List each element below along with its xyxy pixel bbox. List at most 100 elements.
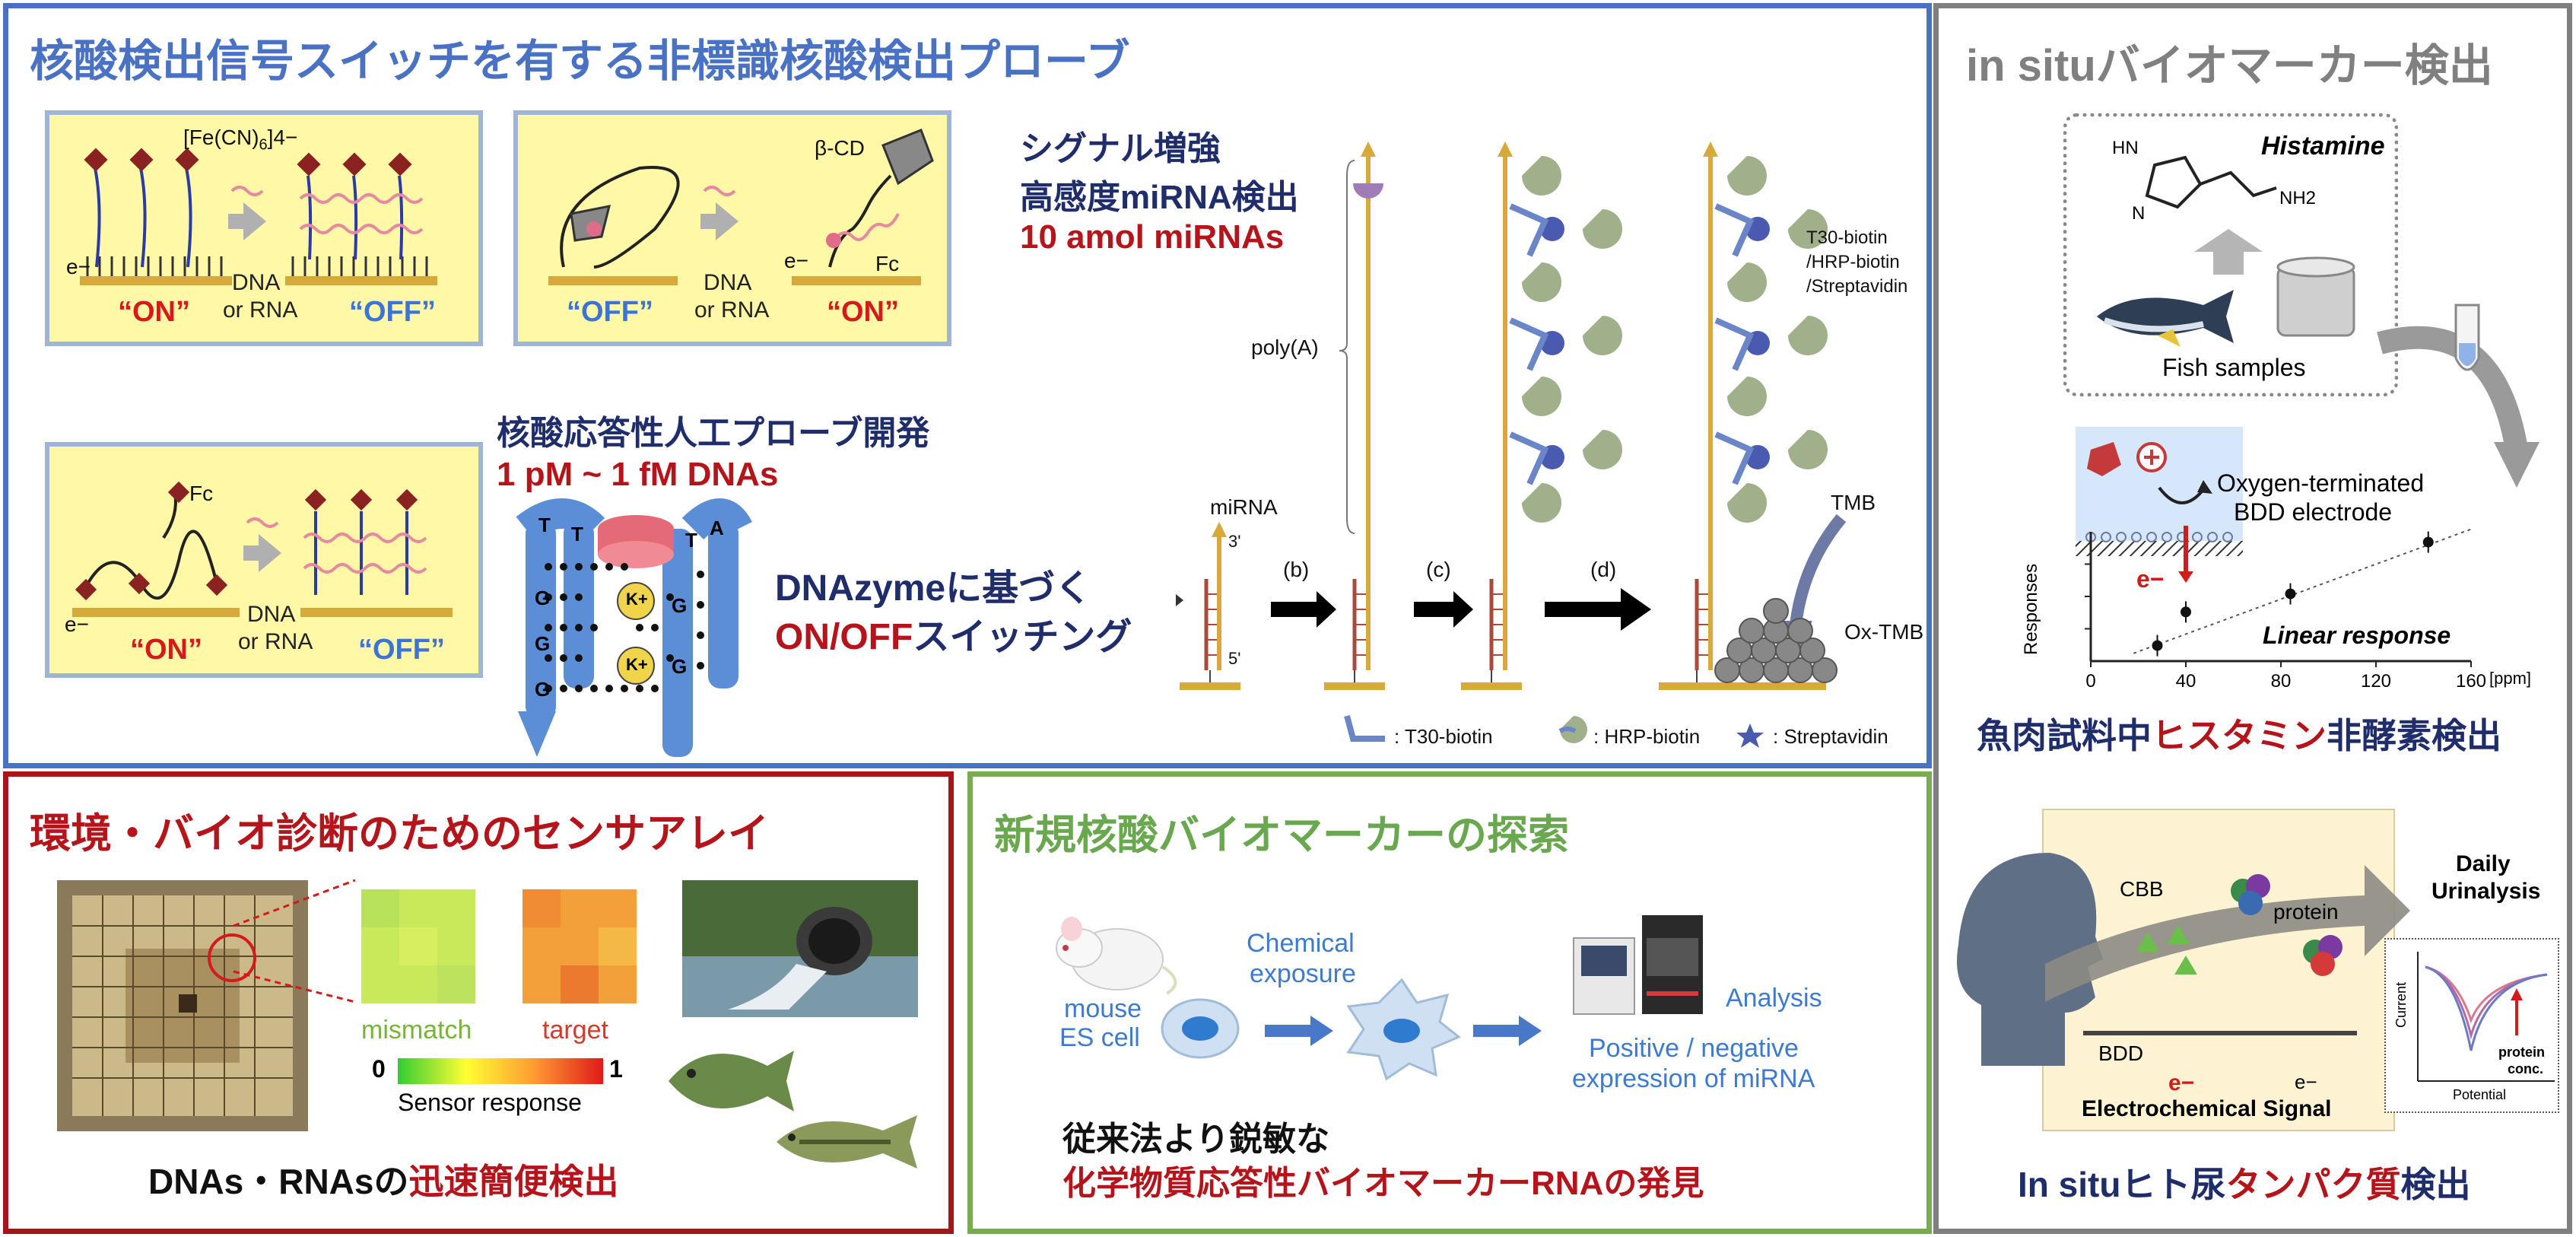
- histamine-sample-box: [2063, 113, 2398, 396]
- tube-curved-arrow: [2377, 304, 2539, 488]
- chart-linear-label: Linear response: [2263, 622, 2451, 649]
- quad-t-label-2: T: [571, 523, 583, 545]
- es-cell-icon: [1161, 998, 1240, 1059]
- histamine-n: N: [2132, 203, 2146, 224]
- assay-reagents-1: T30-biotin: [1806, 227, 1888, 248]
- bass-fish-icon: [777, 1115, 917, 1169]
- river-photo: [682, 880, 918, 1017]
- dnazyme-switching: スイッチング: [913, 617, 1132, 657]
- histamine-nh2: NH2: [2279, 188, 2317, 208]
- histamine-hn: HN: [2112, 138, 2139, 158]
- assay-step-b: (b): [1283, 558, 1310, 581]
- protein-conc-label-1: protein: [2498, 1045, 2545, 1060]
- signal-value: 10 amol miRNAs: [1020, 218, 1285, 256]
- electrode-electron: e−: [2136, 565, 2165, 593]
- box1-electrode-drawing: [80, 148, 437, 285]
- chart-data-point: [2181, 606, 2191, 618]
- box2-electron-label: e−: [784, 249, 808, 272]
- bdd-electrode-diagram: [2076, 427, 2243, 583]
- sensor-chip-image: [57, 880, 308, 1131]
- chart-ylabel: Responses: [2021, 563, 2041, 655]
- electrode-label-2: BDD electrode: [2234, 498, 2393, 526]
- biomarker-bottom-2: 化学物質応答性バイオマーカーRNAの発見: [1062, 1165, 1704, 1202]
- voltammogram-curves: [2417, 952, 2555, 1082]
- potential-axis-label: Potential: [2453, 1087, 2507, 1102]
- box1-arrow-label-2: or RNA: [223, 297, 298, 323]
- quad-g-label-2: G: [535, 632, 551, 655]
- bluegill-fish-icon: [669, 1051, 794, 1111]
- array-bottom-text: DNAs・RNAsの迅速簡便検出: [148, 1154, 618, 1204]
- stressed-cell-icon: [1346, 978, 1461, 1081]
- mouse-icon: [1056, 917, 1177, 995]
- head-silhouette-icon: [1957, 853, 2103, 1066]
- assay-mirna-label: miRNA: [1210, 495, 1278, 519]
- box3-fc-label: Fc: [189, 482, 214, 505]
- chemical-label-1: Chemical: [1247, 929, 1355, 958]
- chart-data-point: [2152, 640, 2163, 651]
- legend-strep-label: : Streptavidin: [1773, 725, 1888, 748]
- legend-t30-label: : T30-biotin: [1394, 725, 1493, 748]
- quad-k-label-1: K+: [626, 590, 648, 609]
- canned-sample-icon: [2276, 256, 2355, 337]
- ec-signal-label: Electrochemical Signal: [2082, 1096, 2332, 1121]
- sensor-array-panel: 環境・バイオ診断のためのセンサアレイ mismatch target 0 1 S…: [3, 771, 954, 1234]
- arrow-right-icon-2: [1473, 1016, 1542, 1046]
- artificial-heading: 核酸応答性人工プローブ開発: [497, 415, 930, 452]
- tuna-fish-icon: [2097, 290, 2234, 347]
- assay-step-d: (d): [1590, 558, 1617, 581]
- box3-electron-label: e−: [65, 612, 89, 636]
- quad-g-label-5: G: [672, 655, 688, 678]
- scale-min-label: 0: [372, 1055, 386, 1083]
- box2-on-label: “ON”: [827, 296, 899, 328]
- array-bottom-red: 迅速簡便検出: [408, 1162, 619, 1201]
- protein-conc-label-2: conc.: [2508, 1061, 2544, 1076]
- g-quadruplex-drawing: [516, 498, 752, 757]
- histamine-structure: [2145, 155, 2277, 209]
- box2-fc-label: Fc: [875, 252, 900, 275]
- mismatch-heatmap: [361, 889, 475, 1003]
- insitu-panel-title: in situバイオマーカー検出: [1966, 41, 2493, 91]
- mirna-assay-scheme: [1176, 142, 1847, 748]
- box1-on-label: “ON”: [118, 296, 190, 328]
- assay-oxtmb-label: Ox-TMB: [1844, 620, 1924, 644]
- box1-off-label: “OFF”: [349, 296, 436, 328]
- box3-electrode-drawing: [72, 481, 453, 617]
- posneg-label-1: Positive / negative: [1589, 1034, 1799, 1063]
- urine-detect-heading: In situヒト尿タンパク質検出: [2018, 1157, 2470, 1207]
- assay-reagents-3: /Streptavidin: [1806, 276, 1908, 297]
- biomarker-panel: 新規核酸バイオマーカーの探索 mouse ES cell Chemical ex…: [967, 771, 1932, 1234]
- detect-navy-2: 非酵素検出: [2327, 716, 2501, 755]
- quad-k-label-2: K+: [626, 655, 648, 674]
- target-label: target: [542, 1016, 608, 1045]
- mismatch-label: mismatch: [361, 1016, 472, 1045]
- signal-heading-1: シグナル増強: [1020, 130, 1221, 167]
- quad-g-label-4: G: [672, 594, 688, 617]
- probe-panel-title: 核酸検出信号スイッチを有する非標識核酸検出プローブ: [30, 37, 1130, 86]
- artificial-value: 1 pM ~ 1 fM DNAs: [497, 456, 779, 493]
- assay-step-c: (c): [1426, 558, 1451, 581]
- cbb-protein-drawing: [2136, 874, 2343, 976]
- scale-max-label: 1: [609, 1055, 623, 1083]
- switch-box-3: Fc e− DNA or RNA “ON” “OFF”: [45, 442, 483, 678]
- box2-arrow-label-1: DNA: [704, 270, 752, 295]
- analysis-label: Analysis: [1726, 984, 1822, 1013]
- up-arrow-icon: [2194, 229, 2263, 275]
- bdd-label: BDD: [2098, 1041, 2144, 1065]
- box3-arrow-label-2: or RNA: [238, 629, 313, 654]
- assay-tmb-label: TMB: [1831, 491, 1876, 514]
- chart-trendline: [2133, 528, 2472, 654]
- assay-polya-label: poly(A): [1251, 335, 1319, 359]
- box1-ion-label: [Fe(CN)6]4−: [183, 126, 298, 154]
- chart-x-tick-label: 40: [2176, 671, 2196, 692]
- chart-x-tick-label: 80: [2271, 671, 2292, 692]
- dnazyme-onoff: ON/OFF: [775, 617, 913, 657]
- fish-samples-label: Fish samples: [2162, 354, 2306, 381]
- box1-arrow-label-1: DNA: [232, 270, 281, 295]
- detect-navy-1: 魚肉試料中: [1977, 716, 2152, 755]
- chart-data-point: [2422, 536, 2434, 548]
- insitu-panel: in situバイオマーカー検出 Histamine HN N NH2 Fish…: [1933, 3, 2572, 1234]
- array-bottom-black: DNAs・RNAsの: [148, 1162, 409, 1201]
- mouse-label-2: ES cell: [1059, 1023, 1140, 1052]
- chemical-label-2: exposure: [1250, 959, 1356, 988]
- electrode-label-1: Oxygen-terminated: [2217, 469, 2425, 497]
